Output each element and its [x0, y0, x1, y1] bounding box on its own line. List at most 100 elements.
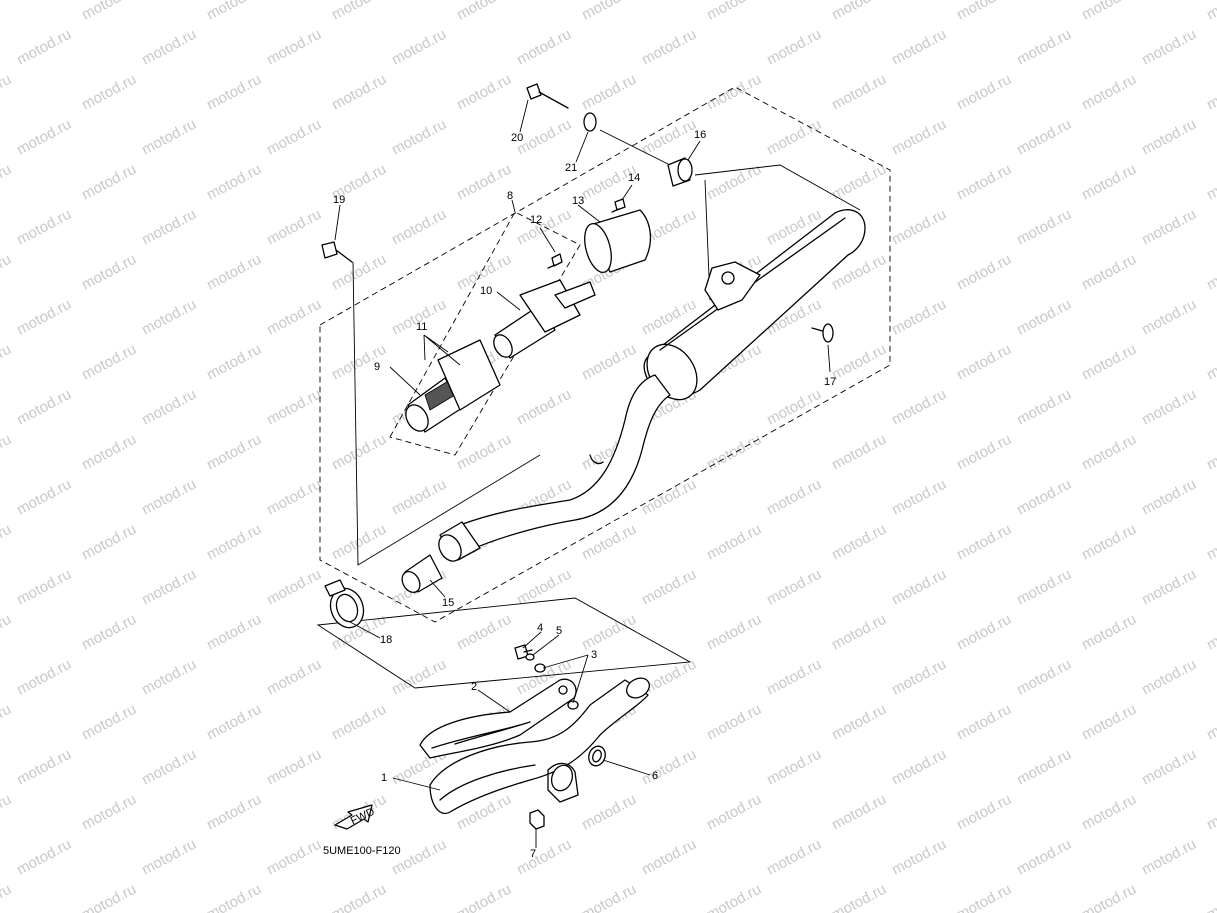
watermark-text: motod.ru — [829, 341, 889, 384]
watermark-text: motod.ru — [79, 341, 139, 384]
watermark-text: motod.ru — [1014, 296, 1074, 339]
watermark-text: motod.ru — [14, 746, 74, 789]
watermark-text: motod.ru — [79, 881, 139, 913]
watermark-text: motod.ru — [204, 881, 264, 913]
watermark-text: motod.ru — [1079, 161, 1139, 204]
watermark-text: motod.ru — [454, 0, 514, 24]
callout-1: 1 — [381, 772, 387, 784]
muffler — [438, 209, 866, 562]
watermark-text: motod.ru — [1014, 26, 1074, 69]
watermark-text: motod.ru — [139, 206, 199, 249]
watermark-text: motod.ru — [14, 116, 74, 159]
watermark-text: motod.ru — [889, 836, 949, 879]
watermark-text: motod.ru — [1014, 476, 1074, 519]
watermark-text: motod.ru — [329, 251, 389, 294]
gasket-6 — [588, 745, 606, 767]
watermark-text: motod.ru — [1204, 341, 1217, 384]
watermark-text: motod.ru — [889, 476, 949, 519]
watermark-text: motod.ru — [954, 341, 1014, 384]
watermark-text: motod.ru — [1204, 161, 1217, 204]
watermark-text: motod.ru — [1139, 386, 1199, 429]
watermark-text: motod.ru — [1079, 341, 1139, 384]
watermark-text: motod.ru — [704, 71, 764, 114]
damper-16 — [667, 157, 693, 187]
watermark-text: motod.ru — [0, 881, 14, 913]
leader-lines — [334, 99, 831, 848]
watermark-text: motod.ru — [829, 791, 889, 834]
bolt-19 — [321, 241, 353, 263]
fwd-arrow — [334, 804, 373, 830]
watermark-text: motod.ru — [139, 296, 199, 339]
watermark-text: motod.ru — [1079, 71, 1139, 114]
watermark-text: motod.ru — [79, 161, 139, 204]
watermark-text: motod.ru — [329, 521, 389, 564]
watermark-text: motod.ru — [264, 656, 324, 699]
watermark-text: motod.ru — [1204, 791, 1217, 834]
watermark-text: motod.ru — [1139, 206, 1199, 249]
watermark-text: motod.ru — [139, 656, 199, 699]
watermark-text: motod.ru — [0, 521, 14, 564]
watermark-text: motod.ru — [14, 566, 74, 609]
watermark-text: motod.ru — [204, 431, 264, 474]
callout-10: 10 — [480, 285, 492, 297]
watermark-text: motod.ru — [1014, 746, 1074, 789]
watermark-text: motod.ru — [1139, 836, 1199, 879]
watermark-text: motod.ru — [704, 161, 764, 204]
callout-20: 20 — [511, 132, 523, 144]
watermark-text: motod.ru — [0, 701, 14, 744]
watermark-text: motod.ru — [1079, 0, 1139, 24]
watermark-text: motod.ru — [1139, 476, 1199, 519]
watermark-text: motod.ru — [954, 251, 1014, 294]
watermark-text: motod.ru — [829, 881, 889, 913]
watermark-text: motod.ru — [764, 836, 824, 879]
watermark-text: motod.ru — [889, 116, 949, 159]
callout-3: 3 — [591, 649, 597, 661]
watermark-text: motod.ru — [204, 341, 264, 384]
callout-2: 2 — [471, 681, 477, 693]
watermark-text: motod.ru — [389, 836, 449, 879]
heat-guard-boundary — [316, 597, 692, 689]
heat-protector — [419, 678, 577, 759]
watermark-text: motod.ru — [639, 116, 699, 159]
watermark-text: motod.ru — [1079, 791, 1139, 834]
watermark-text: motod.ru — [889, 386, 949, 429]
watermark-text: motod.ru — [514, 386, 574, 429]
watermark-text: motod.ru — [954, 611, 1014, 654]
watermark-text: motod.ru — [579, 0, 639, 24]
muffler-bracket — [704, 261, 761, 311]
watermark-text: motod.ru — [14, 296, 74, 339]
callout-8: 8 — [507, 190, 513, 202]
watermark-text: motod.ru — [1204, 881, 1217, 913]
watermark-text: motod.ru — [704, 611, 764, 654]
watermark-text: motod.ru — [764, 116, 824, 159]
watermark-text: motod.ru — [639, 566, 699, 609]
watermark-text: motod.ru — [264, 206, 324, 249]
watermark-text: motod.ru — [889, 656, 949, 699]
watermark-text: motod.ru — [1014, 836, 1074, 879]
washer-5 — [525, 653, 535, 661]
watermark-text: motod.ru — [889, 26, 949, 69]
watermark-text: motod.ru — [954, 161, 1014, 204]
callout-12: 12 — [530, 214, 542, 226]
callout-9: 9 — [374, 361, 380, 373]
watermark-text: motod.ru — [264, 386, 324, 429]
watermark-text: motod.ru — [264, 476, 324, 519]
watermark-text: motod.ru — [579, 71, 639, 114]
exhaust-clamp — [324, 579, 365, 629]
watermark-text: motod.ru — [764, 746, 824, 789]
watermark-text: motod.ru — [264, 116, 324, 159]
watermark-text: motod.ru — [579, 881, 639, 913]
watermark-text: motod.ru — [204, 71, 264, 114]
watermark-text: motod.ru — [1139, 116, 1199, 159]
watermark-text: motod.ru — [0, 611, 14, 654]
watermark-text: motod.ru — [1014, 566, 1074, 609]
watermark-text: motod.ru — [139, 566, 199, 609]
muffler-assembly-boundary — [319, 86, 891, 623]
watermark-text: motod.ru — [79, 791, 139, 834]
callout-5: 5 — [556, 625, 562, 637]
watermark-text: motod.ru — [829, 0, 889, 24]
watermark-text: motod.ru — [764, 26, 824, 69]
callout-7: 7 — [530, 848, 536, 860]
watermark-text: motod.ru — [14, 386, 74, 429]
